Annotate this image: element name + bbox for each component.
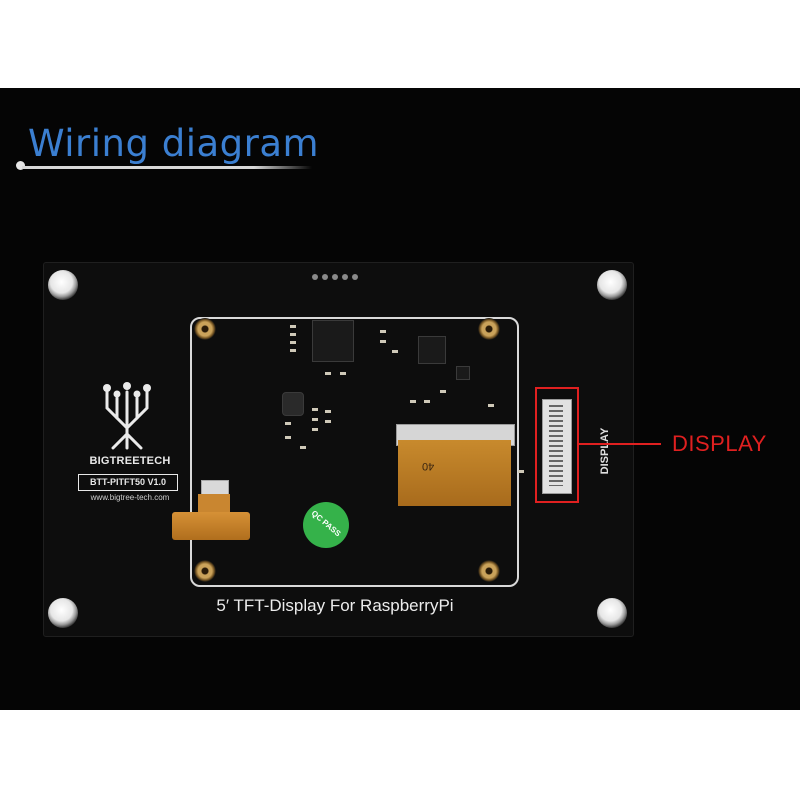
brand-website: www.bigtree-tech.com	[90, 493, 170, 502]
mount-hole-bottom-right	[597, 598, 627, 628]
header-pins	[312, 267, 362, 285]
main-ic-chip	[312, 320, 354, 362]
standoff-bottom-right	[478, 560, 500, 582]
brand-name: BIGTREETECH	[89, 455, 171, 467]
mount-hole-top-left	[48, 270, 78, 300]
qc-pass-text: QC PASS	[309, 508, 343, 539]
display-connector-pins	[549, 405, 563, 486]
crystal	[456, 366, 470, 380]
standoff-bottom-left	[194, 560, 216, 582]
title-bullet-icon	[16, 161, 25, 170]
title-underline	[22, 166, 312, 169]
raspberry-pi-outline	[190, 317, 519, 587]
board-display-label: DISPLAY	[599, 427, 611, 475]
page-title: Wiring diagram	[28, 122, 320, 165]
qc-pass-sticker: QC PASS	[303, 502, 349, 548]
callout-highlight-box	[535, 387, 579, 503]
standoff-top-right	[478, 318, 500, 340]
board-caption: 5′ TFT-Display For RaspberryPi	[216, 596, 454, 615]
small-ribbon-cable	[198, 494, 230, 516]
standoff-top-left	[194, 318, 216, 340]
inductor	[282, 392, 304, 416]
callout-display-label: DISPLAY	[672, 431, 767, 456]
small-ribbon-tab	[172, 512, 250, 540]
mount-hole-bottom-left	[48, 598, 78, 628]
mount-hole-top-right	[597, 270, 627, 300]
ribbon-marking: 40	[422, 460, 435, 472]
ribbon-cable	[398, 440, 511, 506]
board-model: BTT-PITFT50 V1.0	[78, 474, 178, 491]
callout-leader-line	[577, 443, 661, 445]
secondary-ic-chip	[418, 336, 446, 364]
bigtreetech-tree-logo	[103, 382, 151, 450]
